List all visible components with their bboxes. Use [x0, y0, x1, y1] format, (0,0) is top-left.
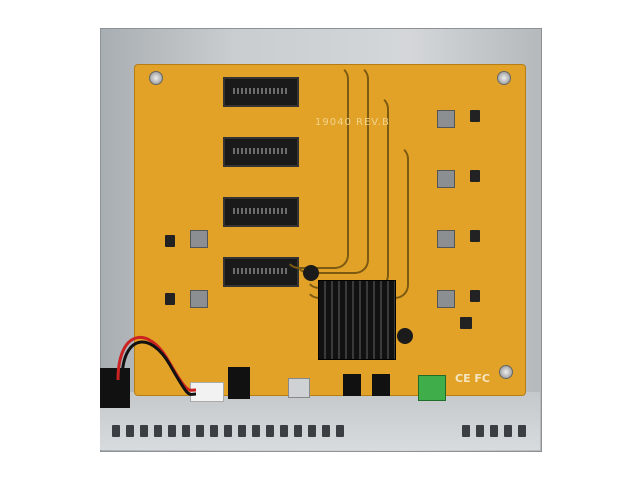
inductor [437, 290, 455, 308]
power-switch [100, 368, 130, 408]
pcb-trace [305, 145, 409, 299]
vent-slot [504, 425, 512, 437]
ic-chip [460, 317, 472, 329]
vent-slot [210, 425, 218, 437]
pin-header [343, 374, 361, 396]
certification-marks: CE FC [455, 372, 491, 385]
ic-chip [165, 293, 175, 305]
inductor [190, 230, 208, 248]
expansion-slot [223, 77, 299, 107]
screw [499, 365, 513, 379]
ic-chip [470, 170, 480, 182]
mounting-hole [397, 328, 413, 344]
vent-slot [518, 425, 526, 437]
vent-slot [112, 425, 120, 437]
vent-slot [224, 425, 232, 437]
vent-slot [322, 425, 330, 437]
ic-chip [470, 230, 480, 242]
inductor [437, 170, 455, 188]
vent-slot [196, 425, 204, 437]
vent-slot [294, 425, 302, 437]
mounting-hole [303, 265, 319, 281]
vent-slot [280, 425, 288, 437]
vent-slot [182, 425, 190, 437]
ic-chip [165, 235, 175, 247]
dc-barrel-jack [228, 367, 250, 399]
expansion-slot [223, 197, 299, 227]
inductor [437, 110, 455, 128]
pcb-trace [295, 65, 369, 274]
expansion-slot [223, 137, 299, 167]
vent-slot [252, 425, 260, 437]
power-wires [116, 336, 197, 396]
vent-slot [168, 425, 176, 437]
board-revision-label: 19040 REV.B [315, 117, 390, 128]
vent-slot [126, 425, 134, 437]
enclosure-floor [100, 392, 540, 450]
vent-slot [238, 425, 246, 437]
vent-slot [462, 425, 470, 437]
heatsink [318, 280, 396, 360]
vent-slot [336, 425, 344, 437]
pin-header [372, 374, 390, 396]
inductor [190, 290, 208, 308]
vent-slot [154, 425, 162, 437]
usb-port [288, 378, 310, 398]
ic-chip [470, 110, 480, 122]
vent-slot [140, 425, 148, 437]
inductor [437, 230, 455, 248]
vent-slot [476, 425, 484, 437]
vent-slot [266, 425, 274, 437]
screw [149, 71, 163, 85]
vent-slot [490, 425, 498, 437]
screw [497, 71, 511, 85]
power-connector [190, 382, 224, 402]
black-wire [120, 340, 197, 396]
vent-slot [308, 425, 316, 437]
red-wire [116, 336, 197, 392]
terminal-block-connector [418, 375, 446, 401]
ic-chip [470, 290, 480, 302]
